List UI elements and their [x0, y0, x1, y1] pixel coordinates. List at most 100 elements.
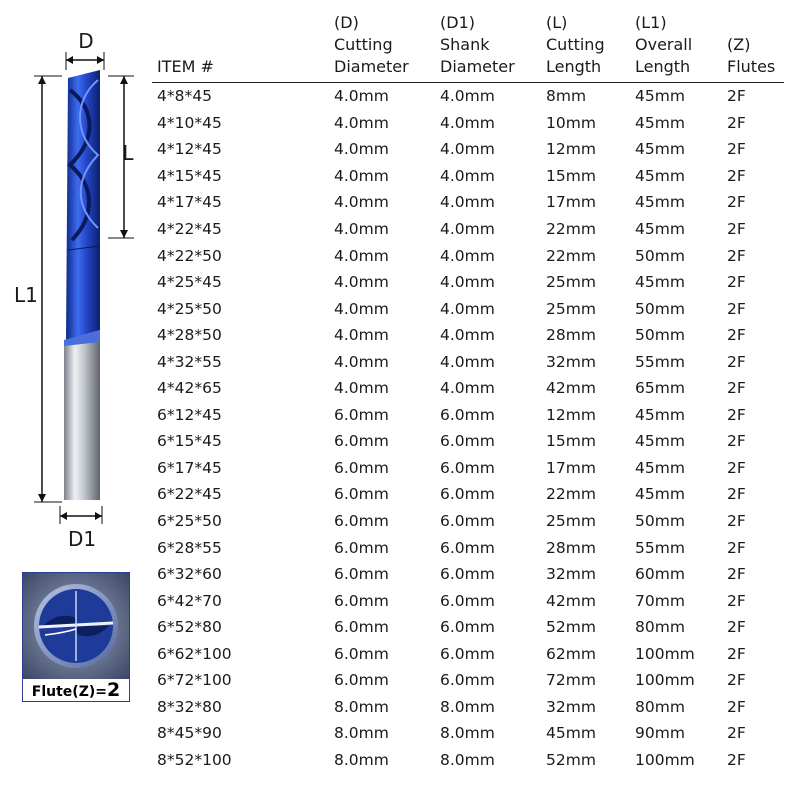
cutting-diameter-cell: 4.0mm — [334, 113, 389, 132]
shank-diameter-cell: 8.0mm — [440, 697, 495, 716]
l-label: L — [122, 141, 134, 165]
shank-diameter-cell: 6.0mm — [440, 565, 495, 584]
flutes-cell: 2F — [727, 565, 746, 584]
shank-diameter-cell: 6.0mm — [440, 405, 495, 424]
item-cell: 6*15*45 — [157, 432, 222, 451]
l1-label: L1 — [14, 283, 38, 307]
cutting-length-cell: 12mm — [546, 405, 596, 424]
header-cutting-length-line2: Length — [546, 57, 602, 76]
flutes-cell: 2F — [727, 405, 746, 424]
shank-diameter-cell: 4.0mm — [440, 379, 495, 398]
cutting-diameter-cell: 6.0mm — [334, 565, 389, 584]
cutting-diameter-cell: 6.0mm — [334, 458, 389, 477]
flutes-cell: 2F — [727, 644, 746, 663]
cutting-length-cell: 22mm — [546, 246, 596, 265]
cutting-length-cell: 32mm — [546, 352, 596, 371]
flutes-cell: 2F — [727, 538, 746, 557]
shank-diameter-cell: 4.0mm — [440, 87, 495, 106]
overall-length-cell: 100mm — [635, 750, 695, 769]
cutting-length-cell: 52mm — [546, 750, 596, 769]
header-cutting-length-line1: Cutting — [546, 35, 605, 54]
flutes-cell: 2F — [727, 671, 746, 690]
overall-length-cell: 45mm — [635, 87, 685, 106]
item-cell: 4*17*45 — [157, 193, 222, 212]
header-item-line1 — [157, 34, 329, 56]
d-dimension — [65, 52, 105, 70]
shank-diameter-cell: 6.0mm — [440, 671, 495, 690]
shank-diameter-cell: 4.0mm — [440, 193, 495, 212]
item-cell: 4*28*50 — [157, 326, 222, 345]
cutting-diameter-cell: 4.0mm — [334, 246, 389, 265]
cutting-diameter-cell: 4.0mm — [334, 166, 389, 185]
flutes-cell: 2F — [727, 193, 746, 212]
cutting-length-cell: 10mm — [546, 113, 596, 132]
shank-diameter-cell: 4.0mm — [440, 352, 495, 371]
cutting-length-cell: 32mm — [546, 565, 596, 584]
flutes-cell: 2F — [727, 326, 746, 345]
overall-length-cell: 45mm — [635, 220, 685, 238]
overall-length-cell: 80mm — [635, 697, 685, 716]
overall-length-cell: 80mm — [635, 618, 685, 637]
flutes-cell: 2F — [727, 724, 746, 743]
cutting-diameter-cell: 4.0mm — [334, 273, 389, 292]
item-cell: 6*62*100 — [157, 644, 232, 663]
cutting-diameter-cell: 8.0mm — [334, 724, 389, 743]
item-cell: 6*25*50 — [157, 512, 222, 531]
end-view-image — [23, 573, 129, 679]
item-cell: 4*15*45 — [157, 166, 222, 185]
l-dimension — [108, 75, 134, 239]
cutting-diameter-cell: 6.0mm — [334, 591, 389, 610]
cutting-length-cell: 62mm — [546, 644, 596, 663]
end-mill-drawing: D L L1 D1 — [14, 29, 134, 551]
flutes-cell: 2F — [727, 352, 746, 371]
cutting-diameter-cell: 6.0mm — [334, 538, 389, 557]
cutting-diameter-cell: 4.0mm — [334, 299, 389, 318]
flutes-cell: 2F — [727, 485, 746, 504]
item-cell: 6*32*60 — [157, 565, 222, 584]
shank-diameter-cell: 4.0mm — [440, 113, 495, 132]
d1-dimension — [59, 506, 103, 524]
shank-diameter-cell: 8.0mm — [440, 750, 495, 769]
header-shank-diameter-code: (D1) — [440, 13, 475, 32]
cutting-length-cell: 72mm — [546, 671, 596, 690]
cutting-length-cell: 12mm — [546, 140, 596, 159]
cutting-diameter-cell: 4.0mm — [334, 352, 389, 371]
shank-diameter-cell: 6.0mm — [440, 591, 495, 610]
cutting-diameter-cell: 4.0mm — [334, 220, 389, 238]
cutting-length-cell: 17mm — [546, 193, 596, 212]
cutting-length-cell: 25mm — [546, 299, 596, 318]
flutes-cell: 2F — [727, 618, 746, 637]
cutting-length-cell: 32mm — [546, 697, 596, 716]
flutes-cell: 2F — [727, 140, 746, 159]
overall-length-cell: 55mm — [635, 352, 685, 371]
overall-length-cell: 100mm — [635, 644, 695, 663]
flutes-cell: 2F — [727, 246, 746, 265]
cutting-length-cell: 22mm — [546, 485, 596, 504]
item-cell: 4*22*50 — [157, 246, 222, 265]
cutting-diameter-cell: 6.0mm — [334, 432, 389, 451]
header-overall-length-code: (L1) — [635, 13, 667, 32]
cutting-diameter-cell: 4.0mm — [334, 193, 389, 212]
item-cell: 4*42*65 — [157, 379, 222, 398]
header-flutes: (Z)Flutes — [722, 12, 784, 83]
cutting-length-cell: 17mm — [546, 458, 596, 477]
overall-length-cell: 45mm — [635, 113, 685, 132]
flute-end-view: Flute(Z)=2 — [22, 572, 130, 702]
